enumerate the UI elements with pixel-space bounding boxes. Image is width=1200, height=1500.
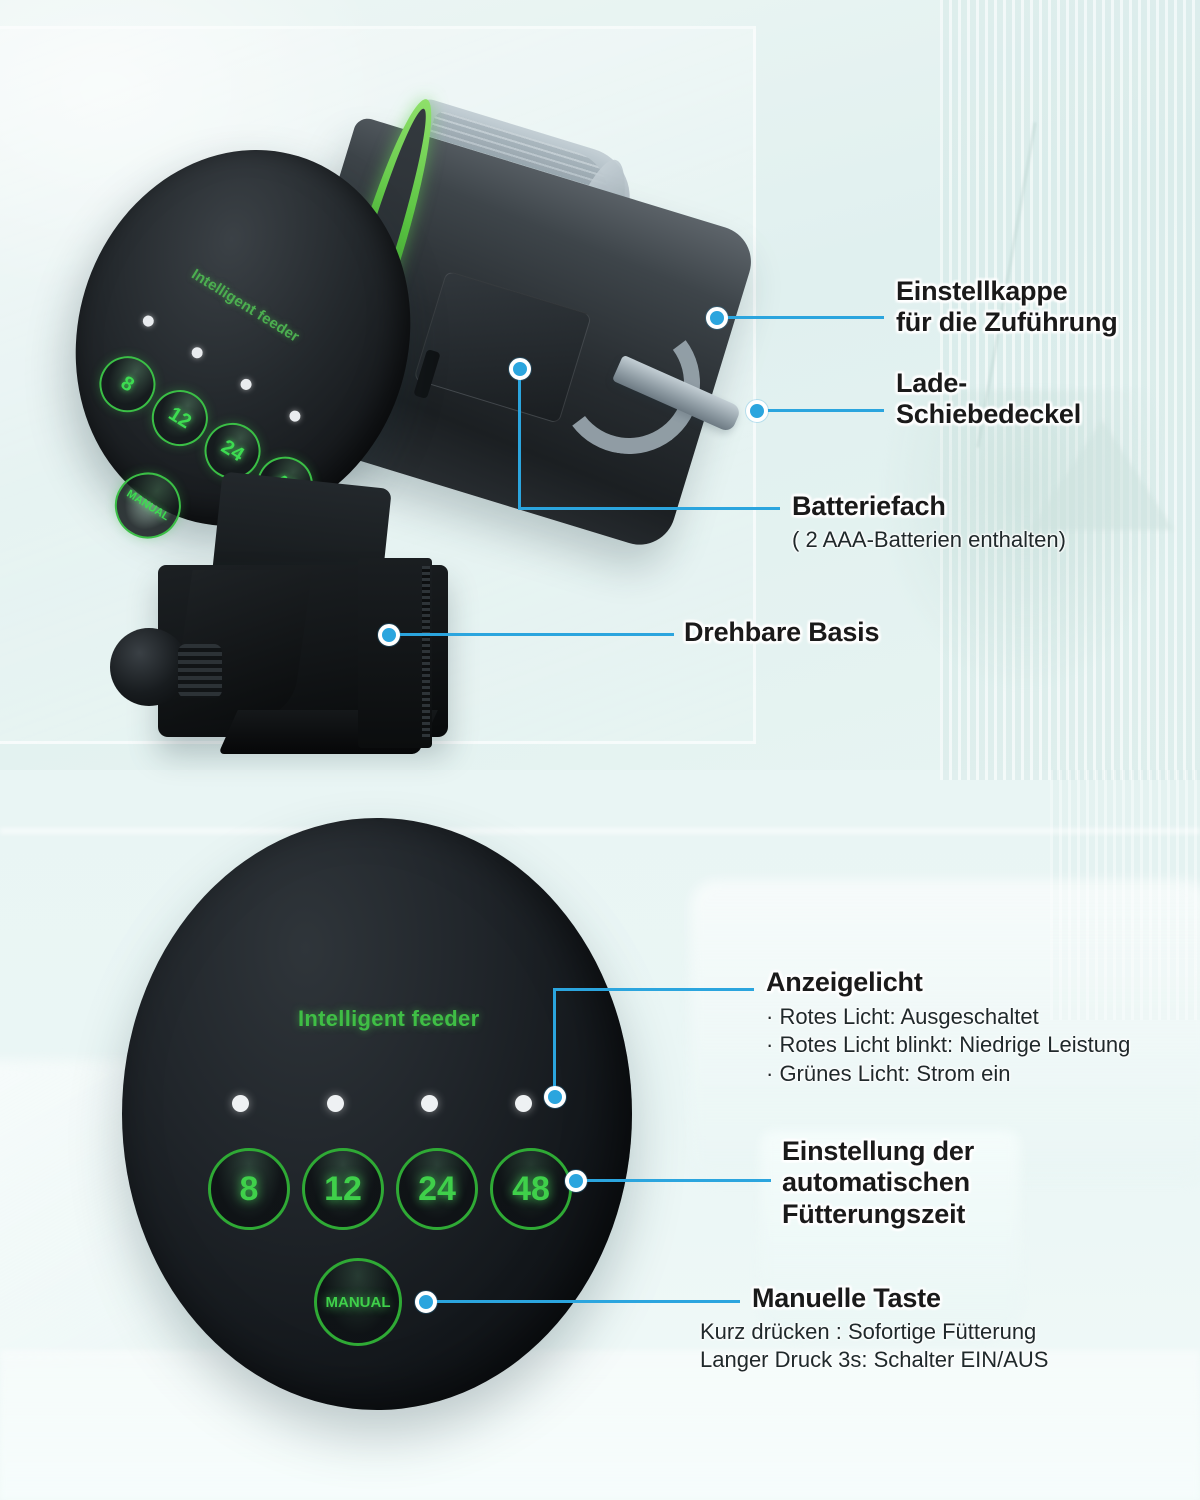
callout-sub-line-3: · Grünes Licht: Strom ein <box>766 1060 1011 1086</box>
callout-label-manual-button: Manuelle Taste Kurz drücken : Sofortige … <box>700 1283 1200 1375</box>
side-table-decor <box>760 1130 1020 1340</box>
callout-dot-manual-button[interactable] <box>415 1291 437 1313</box>
brand-label-bottom: Intelligent feeder <box>298 1006 480 1031</box>
callout-dot-feed-cap[interactable] <box>706 307 728 329</box>
callout-title-line-1: Einstellung der <box>782 1136 975 1166</box>
callout-vline-indicator-light <box>553 988 556 1094</box>
brand-label-top: Intelligent feeder <box>188 265 303 346</box>
status-led-bottom-3 <box>421 1095 438 1112</box>
product-photo-angled: Intelligent feeder 8 12 24 48 MANUAL <box>19 50 800 754</box>
shelf-line-decor <box>0 828 1200 834</box>
timer-button-bottom-24[interactable]: 24 <box>396 1148 478 1230</box>
status-led-3 <box>239 377 253 392</box>
callout-label-indicator-light: Anzeigelicht · Rotes Licht: Ausgeschalte… <box>766 967 1198 1088</box>
manual-button-bottom[interactable]: MANUAL <box>314 1258 402 1346</box>
callout-title-line-1: Manuelle Taste <box>752 1283 941 1313</box>
callout-title-line-2: für die Zuführung <box>896 307 1118 338</box>
callout-line-rotatable-base <box>396 633 674 636</box>
callout-title-line-1: Einstellkappe <box>896 276 1068 306</box>
timer-button-bottom-8[interactable]: 8 <box>208 1148 290 1230</box>
base-clamp <box>358 558 432 748</box>
callout-sub-line-1: Kurz drücken : Sofortige Fütterung <box>700 1319 1037 1345</box>
base-pivot-knob <box>110 628 188 706</box>
callout-sub-line-1: ( 2 AAA-Batterien enthalten) <box>792 527 1066 553</box>
callout-hline-indicator-light <box>553 988 754 991</box>
callout-label-load-slide-lid: Lade- Schiebedeckel <box>896 368 1196 431</box>
timer-button-bottom-48[interactable]: 48 <box>490 1148 572 1230</box>
callout-title-line-1: Anzeigelicht <box>766 967 923 997</box>
callout-title-line-3: Fütterungszeit <box>782 1198 966 1229</box>
base-screw-knob <box>178 644 222 698</box>
callout-sub-line-1: · Rotes Licht: Ausgeschaltet <box>766 1004 1039 1030</box>
callout-label-auto-feeding-time: Einstellung der automatischen Fütterungs… <box>782 1136 1132 1230</box>
base-clamp-teeth <box>422 566 430 740</box>
callout-title-line-2: automatischen <box>782 1167 970 1198</box>
callout-dot-battery-compartment[interactable] <box>509 358 531 380</box>
callout-dot-auto-feeding-time[interactable] <box>565 1170 587 1192</box>
status-led-1 <box>141 314 156 328</box>
callout-title-line-2: Schiebedeckel <box>896 399 1082 430</box>
lamp-shade-decor <box>1030 420 1174 530</box>
callout-label-rotatable-base: Drehbare Basis <box>684 617 1044 648</box>
status-led-2 <box>190 345 205 360</box>
status-led-bottom-4 <box>515 1095 532 1112</box>
callout-dot-load-slide-lid[interactable] <box>746 400 768 422</box>
status-led-bottom-2 <box>327 1095 344 1112</box>
product-photo-front-face: Intelligent feeder 8 12 24 48 MANUAL <box>122 818 632 1410</box>
callout-dot-indicator-light[interactable] <box>544 1086 566 1108</box>
manual-button-top[interactable]: MANUAL <box>102 460 194 551</box>
callout-label-feed-cap: Einstellkappe für die Zuführung <box>896 276 1196 339</box>
callout-sub-line-2: · Rotes Licht blinkt: Niedrige Leistung <box>766 1032 1131 1058</box>
callout-dot-rotatable-base[interactable] <box>378 624 400 646</box>
callout-label-battery-compartment: Batteriefach ( 2 AAA-Batterien enthalten… <box>792 491 1192 554</box>
callout-title-line-1: Lade- <box>896 368 968 398</box>
callout-title-line-1: Drehbare Basis <box>684 617 880 647</box>
status-led-bottom-1 <box>232 1095 249 1112</box>
callout-title-line-1: Batteriefach <box>792 491 946 521</box>
callout-line-load-slide-lid <box>764 409 884 412</box>
floor-decor <box>0 1350 1200 1500</box>
status-led-4 <box>288 409 302 423</box>
callout-line-auto-feeding-time <box>583 1179 771 1182</box>
callout-sub-line-2: Langer Druck 3s: Schalter EIN/AUS <box>700 1347 1049 1373</box>
timer-button-bottom-12[interactable]: 12 <box>302 1148 384 1230</box>
callout-hline-battery-compartment <box>518 507 780 510</box>
callout-line-feed-cap <box>724 316 884 319</box>
callout-line-manual-button <box>433 1300 740 1303</box>
callout-vline-battery-compartment <box>518 376 521 510</box>
